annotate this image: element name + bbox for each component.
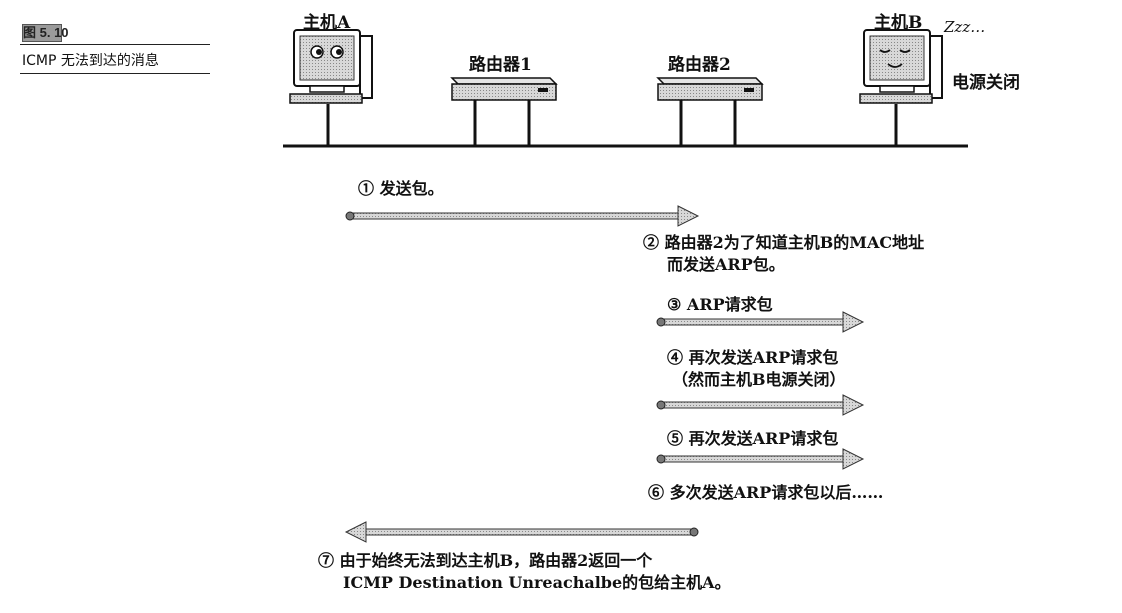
step-4-line2: （然而主机B电源关闭） (672, 370, 846, 389)
host-b-sleep-text: Zzz… (944, 18, 986, 36)
step-4-line1: ④ 再次发送ARP请求包 (667, 348, 839, 367)
arrow-icmp-unreachable (344, 521, 699, 543)
caption-rule-top (20, 44, 210, 45)
step-2-line2: 而发送ARP包。 (667, 255, 785, 274)
figure-caption: ICMP 无法到达的消息 (22, 53, 159, 69)
step-3-text: ③ ARP请求包 (667, 295, 773, 314)
host-b-label: 主机B (874, 13, 923, 33)
arrow-arp-request-1 (656, 311, 865, 333)
caption-rule-bottom (20, 73, 210, 74)
host-a-label: 主机A (303, 13, 351, 33)
step-6-text: ⑥ 多次发送ARP请求包以后…… (648, 483, 884, 502)
router1-label: 路由器1 (469, 55, 532, 75)
step-2-line1: ② 路由器2为了知道主机B的MAC地址 (643, 233, 925, 252)
router2-label: 路由器2 (668, 55, 731, 75)
arrow-arp-request-3 (656, 448, 865, 470)
step-7-line2: ICMP Destination Unreachalbe的包给主机A。 (343, 573, 731, 592)
router1-icon (450, 77, 558, 146)
step-5-text: ⑤ 再次发送ARP请求包 (667, 429, 839, 448)
host-b-power-off-label: 电源关闭 (952, 73, 1020, 93)
arrow-arp-request-2 (656, 394, 865, 416)
host-b-computer-icon (859, 29, 943, 146)
host-a-computer-icon (289, 29, 373, 146)
step-7-line1: ⑦ 由于始终无法到达主机B，路由器2返回一个 (318, 551, 653, 570)
arrow-send-packet (345, 205, 700, 227)
figure-number: 图 5. 10 (22, 24, 69, 42)
step-1-text: ① 发送包。 (358, 179, 444, 198)
router2-icon (656, 77, 764, 146)
